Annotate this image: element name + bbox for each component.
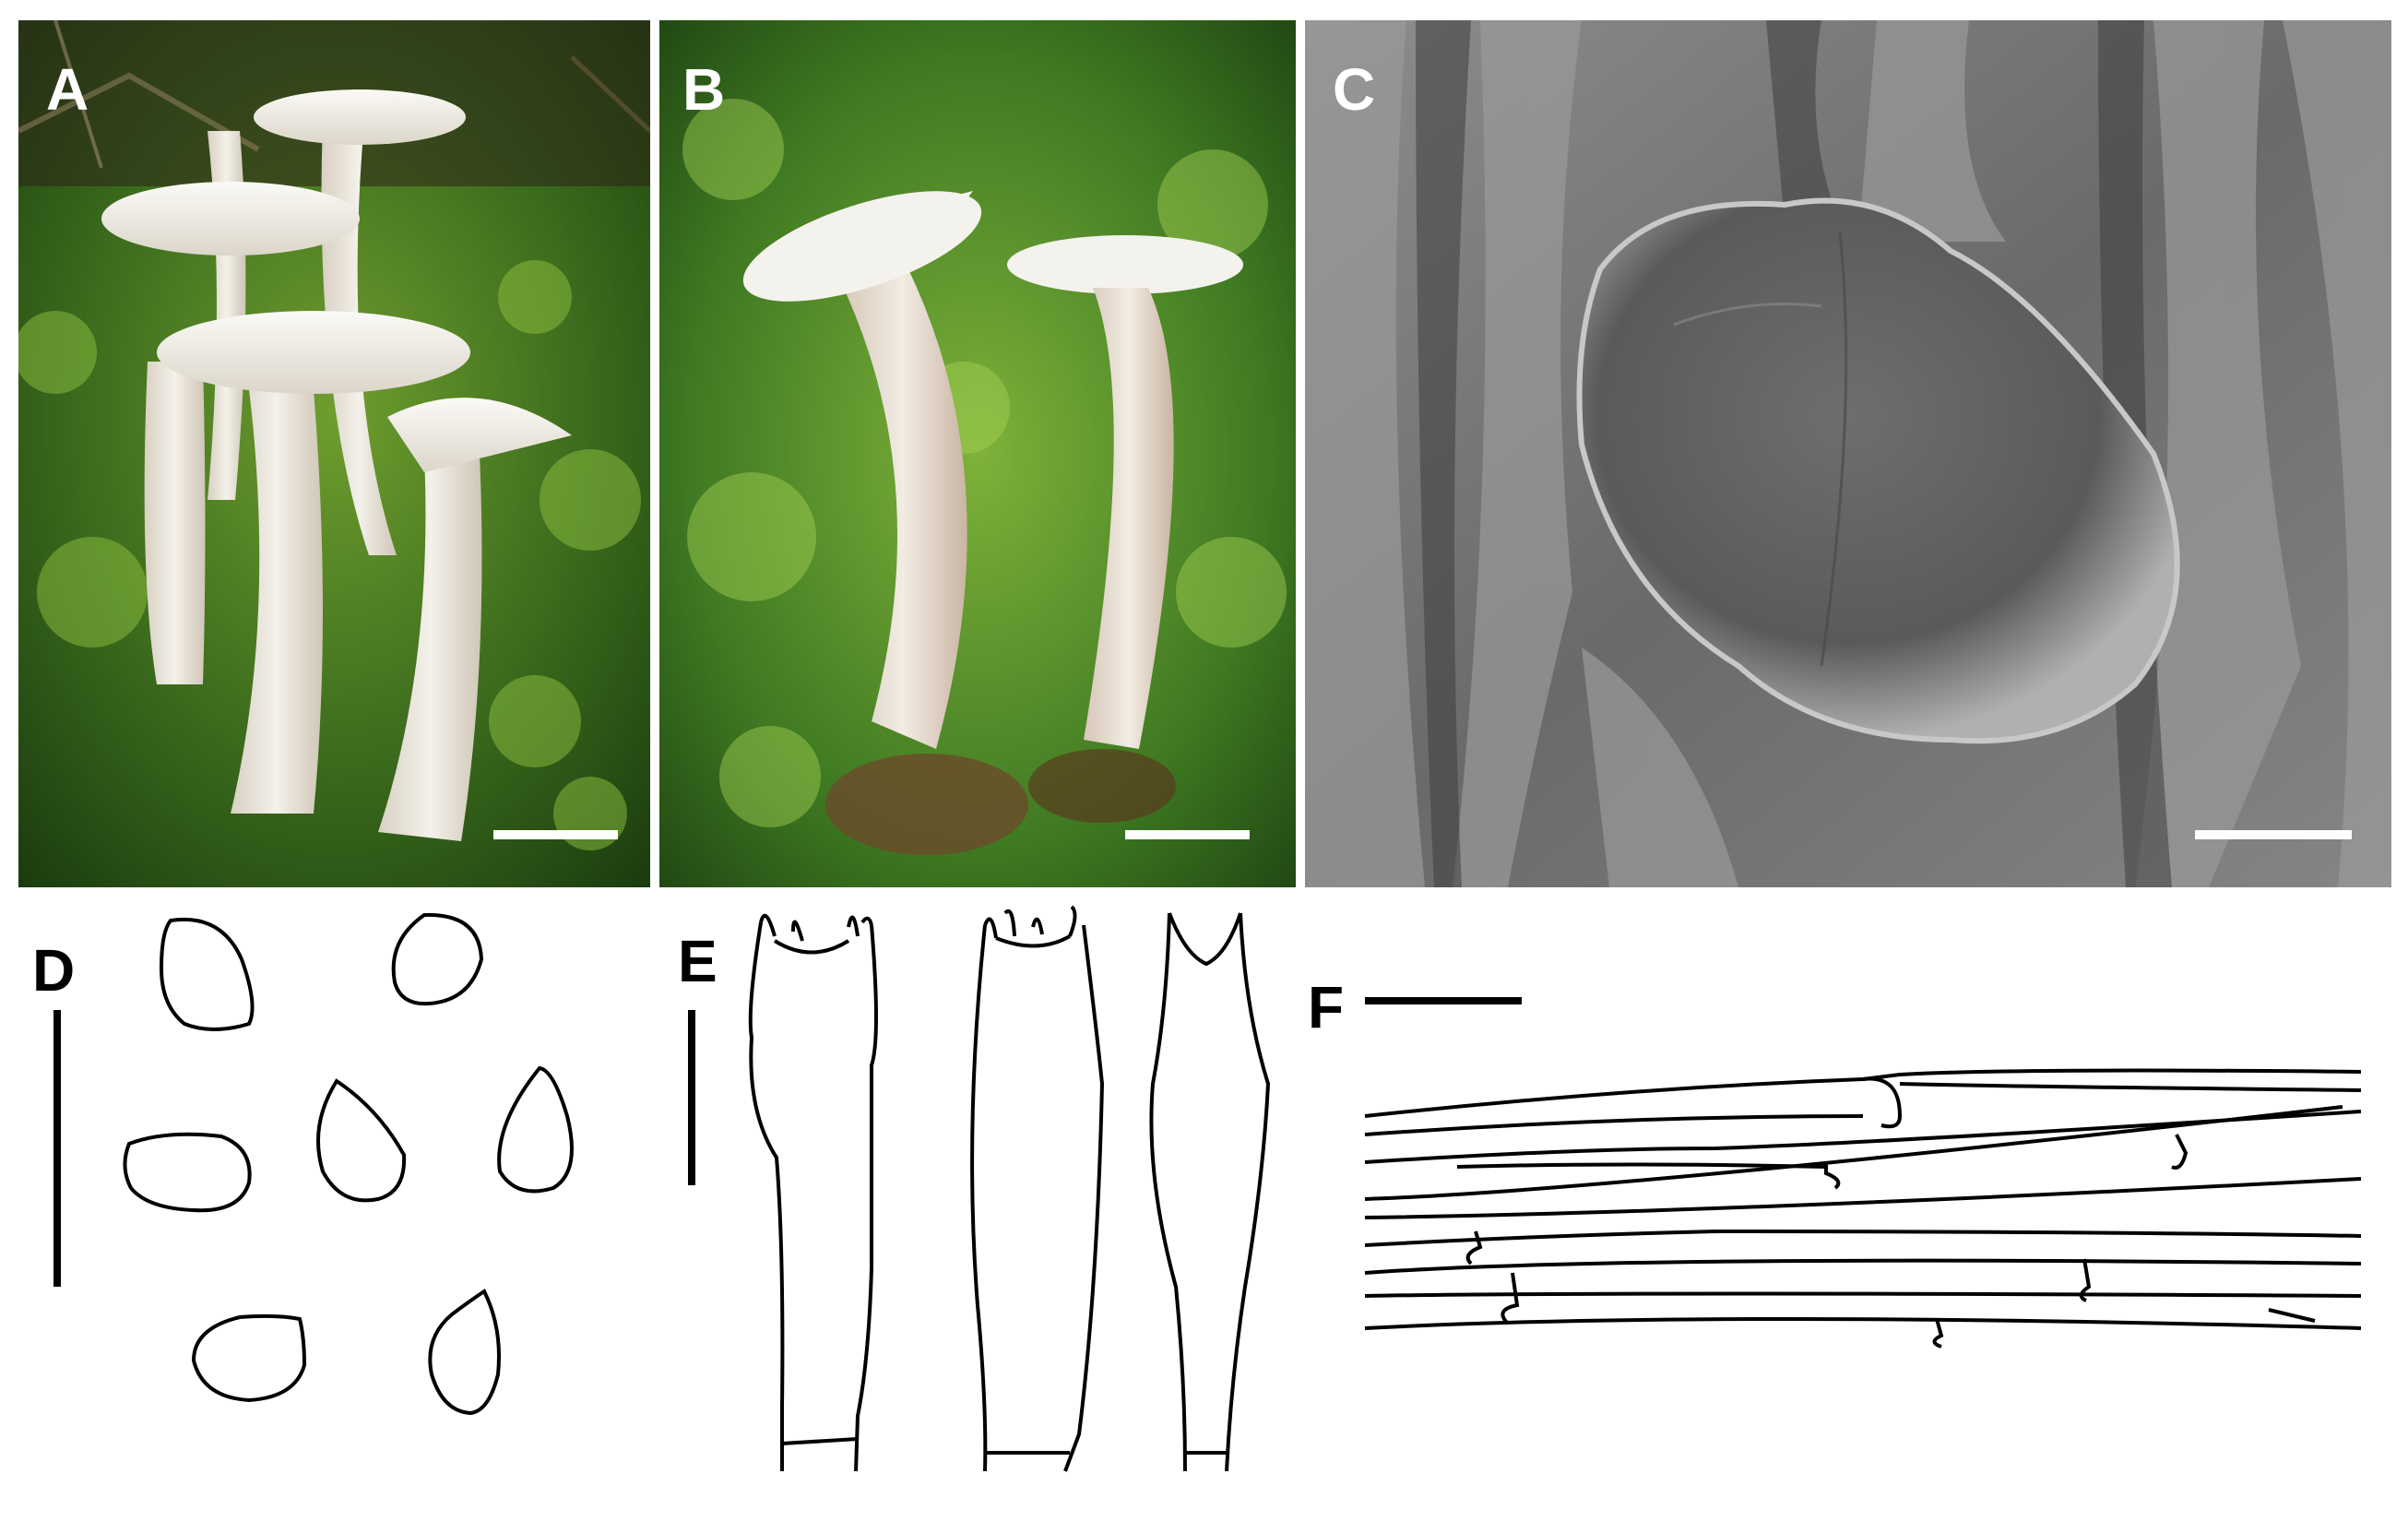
basidia-drawing [688,905,1271,1472]
panel-e-basidia-drawing [673,899,1291,1508]
scale-bar-b [1125,830,1250,839]
panel-label-c: C [1333,56,1376,123]
hyphae-drawing [1364,997,2362,1349]
spore-sem-image [1305,20,2391,887]
panel-label-d: D [32,937,76,1004]
scale-bar-a [493,830,618,839]
spores-drawing [53,912,574,1416]
panel-f-hyphae-drawing [1346,978,2370,1384]
panel-label-e: E [678,928,718,994]
two-mushrooms-image [659,20,1296,887]
panel-b-photo [659,20,1296,887]
panel-label-f: F [1308,974,1345,1040]
panel-c-sem [1305,20,2391,887]
panel-label-a: A [46,56,89,123]
panel-label-b: B [682,56,726,123]
mushroom-cluster-image [18,20,650,887]
panel-d-spores-drawing [28,895,655,1448]
scale-bar-c [2195,830,2352,839]
panel-a-photo [18,20,650,887]
